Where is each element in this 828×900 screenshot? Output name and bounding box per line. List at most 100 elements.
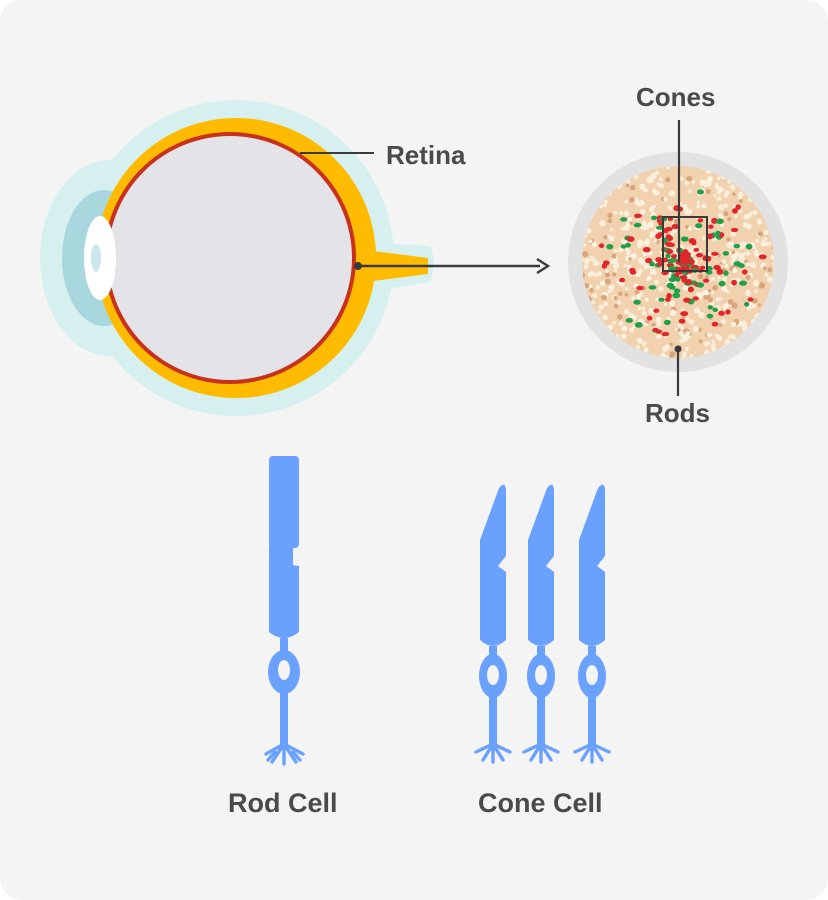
rod-dot: [629, 196, 635, 203]
rod-dot: [637, 239, 643, 245]
rod-dot: [745, 251, 751, 256]
rod-dot: [701, 290, 706, 295]
cone-dot: [680, 236, 689, 242]
rod-dot: [625, 183, 630, 188]
rod-dot: [624, 200, 629, 204]
cone-dot: [673, 288, 681, 294]
rod-dot: [655, 316, 662, 323]
rod-dot: [613, 210, 618, 215]
rod-dot: [649, 235, 653, 239]
rod-dot: [724, 302, 729, 308]
rod-dot: [668, 206, 674, 211]
cone-dot: [685, 279, 692, 285]
rod-dot: [603, 199, 608, 204]
cone-dot: [674, 272, 680, 277]
cone-dot: [723, 270, 729, 276]
rod-dot: [698, 339, 703, 344]
cone-dot: [665, 234, 672, 240]
cone-dot: [648, 285, 657, 290]
rod-dot: [624, 292, 629, 297]
vitreous-body: [108, 136, 352, 380]
rod-dot: [623, 264, 627, 268]
rod-dot: [691, 180, 696, 184]
fovea-box: [662, 216, 708, 272]
rod-cell-caption: Rod Cell: [228, 788, 338, 818]
cone-dot: [707, 305, 713, 310]
rod-dot: [612, 321, 616, 325]
rod-dot: [646, 177, 653, 184]
rod-dot: [701, 203, 707, 209]
cone-dot: [653, 308, 660, 313]
rod-dot: [628, 312, 634, 319]
rod-dot: [593, 272, 598, 277]
rod-dot: [763, 229, 769, 235]
rod-dot: [599, 280, 606, 287]
rod-dot: [661, 353, 667, 358]
rod-dot: [644, 297, 649, 302]
rod-dot: [732, 267, 737, 271]
rod-dot: [643, 188, 648, 193]
cone-dot: [649, 261, 655, 267]
rod-dot: [732, 335, 736, 340]
rod-dot: [723, 203, 729, 208]
cone-dot: [634, 322, 643, 328]
rod-dot: [644, 322, 648, 327]
rod-dot: [650, 173, 657, 180]
rod-dot: [705, 341, 711, 346]
rod-dot: [663, 197, 668, 202]
cone-dot: [679, 275, 688, 280]
rod-dot: [717, 176, 721, 181]
rod-dot: [722, 276, 727, 282]
rod-dot: [753, 249, 759, 255]
rod-dot: [682, 284, 689, 291]
rod-dot: [597, 271, 602, 276]
cone-dot: [625, 242, 631, 248]
rod-dot: [711, 277, 716, 281]
rod-dot: [598, 304, 604, 310]
rod-dot: [727, 299, 734, 305]
cone-cell-icon: [522, 484, 560, 764]
rod-dot: [653, 239, 658, 243]
rod-dot: [633, 283, 638, 288]
rod-dot: [686, 177, 691, 181]
cone-dot: [715, 230, 721, 236]
cone-dot: [661, 331, 670, 337]
cone-dot: [716, 268, 724, 275]
rod-dot: [637, 257, 644, 263]
rod-dot: [760, 240, 767, 247]
cone-dot: [658, 297, 665, 302]
rod-dot: [751, 262, 757, 268]
rod-dot: [729, 184, 736, 191]
rod-dot: [592, 293, 598, 298]
cone-dot: [620, 244, 627, 249]
cone-dot: [671, 223, 679, 230]
cone-dot: [687, 286, 694, 293]
rod-dot: [680, 326, 684, 330]
rod-dot: [629, 184, 636, 191]
rod-dot: [731, 321, 736, 327]
cone-dot: [692, 296, 700, 301]
rod-dot: [682, 351, 687, 357]
cone-dot: [735, 204, 741, 210]
rod-dot: [712, 284, 718, 291]
rod-dot: [589, 287, 594, 293]
rod-dot: [651, 322, 656, 327]
rod-dot: [752, 210, 758, 216]
cone-dot: [732, 208, 738, 214]
rod-dot: [682, 334, 689, 342]
rod-dot: [637, 306, 642, 311]
rod-dot: [716, 189, 722, 195]
rod-dot: [682, 204, 688, 210]
cone-dot: [708, 224, 714, 229]
rod-dot: [588, 239, 593, 244]
rod-dot: [685, 347, 689, 351]
cone-dot: [655, 257, 663, 263]
cone-dot: [733, 243, 741, 249]
rod-dot: [623, 210, 630, 217]
rod-dot: [703, 295, 709, 300]
rod-dot: [591, 300, 595, 305]
cone-dot: [715, 218, 724, 225]
cone-dot: [758, 254, 767, 260]
